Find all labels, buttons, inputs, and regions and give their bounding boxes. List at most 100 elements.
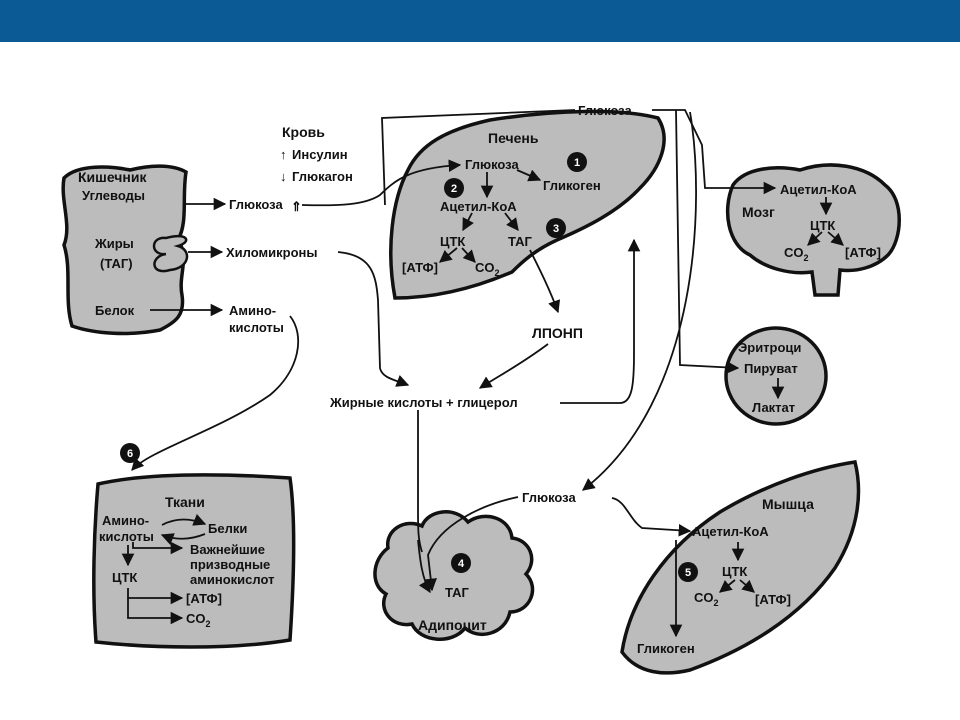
label-blood: Кровь [282, 124, 325, 140]
line-glc-to-adipo [424, 496, 519, 592]
line-glucose-to-rbc [675, 109, 740, 374]
label-m-atp: [АТФ] [755, 592, 791, 607]
muscle-shape [620, 460, 861, 675]
line-amino-to-tissue [131, 315, 299, 471]
insulin-receptor-icon: ⇑ [291, 199, 302, 214]
line-tca-out2 [461, 247, 476, 263]
line-acetyl-tca [462, 212, 474, 232]
label-vldl: ЛПОНП [532, 325, 583, 341]
label-brain-acetyl: Ацетил-КоА [780, 182, 857, 197]
svg-text:3: 3 [553, 223, 559, 235]
svg-text:1: 1 [574, 157, 580, 169]
adipocyte-shape [373, 510, 535, 641]
line-glucose-to-muscle-area [582, 111, 697, 491]
label-atp: [АТФ] [402, 260, 438, 275]
label-glucagon: Глюкагон [292, 169, 353, 184]
label-adipo-tag: ТАГ [445, 585, 470, 600]
badge-5: 5 [678, 562, 698, 582]
label-t-tca: ЦТК [112, 570, 137, 585]
label-glucose-top: Глюкоза [578, 103, 632, 118]
line-tca-out [439, 247, 458, 263]
line-m-tca-out2 [739, 579, 755, 593]
erythrocyte-shape [724, 326, 828, 426]
label-m-co2: CO2 [694, 590, 719, 608]
label-chylomicrons: Хиломикроны [226, 245, 317, 260]
line-brain-tca-out2 [827, 231, 844, 246]
line-tca-co2 [127, 598, 184, 625]
label-liver-glucose: Глюкоза [465, 157, 519, 172]
insulin-up-arrow: ↑ [280, 147, 287, 162]
label-muscle: Мышца [762, 496, 814, 512]
label-fats: Жиры [94, 236, 134, 251]
line-glucose-top-right [652, 109, 777, 195]
label-m-tca: ЦТК [722, 564, 747, 579]
label-brain-atp: [АТФ] [845, 245, 881, 260]
label-intestine: Кишечник [78, 169, 147, 185]
line-fa-to-tag [417, 539, 431, 594]
line-chylo-to-fa [337, 251, 410, 387]
line-amino-proteins [161, 513, 207, 526]
line-brain-tca-out [807, 231, 823, 246]
liver-shape [389, 109, 666, 300]
label-erythro: Эритроци [738, 340, 801, 355]
badge-6: 6 [120, 443, 140, 463]
label-protein: Белок [95, 303, 135, 318]
label-t-amino-2: кислоты [99, 529, 154, 544]
label-deriv-2: призводные [190, 557, 270, 572]
label-fats-tag: (ТАГ) [100, 256, 133, 271]
intestine-shape [61, 164, 188, 336]
label-brain: Мозг [742, 204, 775, 220]
line-fa-to-liver [560, 238, 641, 404]
svg-text:5: 5 [685, 567, 691, 579]
svg-text:2: 2 [451, 183, 457, 195]
line-glc-glycogen [516, 169, 542, 182]
line-m-tca-out [719, 579, 736, 593]
label-pyruvate: Пируват [744, 361, 798, 376]
label-glucose-blood: Глюкоза [229, 197, 283, 212]
label-amino-1: Амино- [229, 303, 276, 318]
badge-1: 1 [567, 152, 587, 172]
label-proteins: Белки [208, 521, 247, 536]
label-fatty-acids: Жирные кислоты + глицерол [329, 395, 518, 410]
label-liver: Печень [488, 130, 539, 146]
label-co2: CO2 [475, 260, 500, 278]
svg-text:4: 4 [458, 558, 465, 570]
label-brain-tca: ЦТК [810, 218, 835, 233]
badge-2: 2 [444, 178, 464, 198]
line-tag-vldl [529, 249, 561, 314]
label-m-glycogen: Гликоген [637, 641, 695, 656]
label-glycogen: Гликоген [543, 178, 601, 193]
line-fa-down [417, 410, 423, 553]
glucagon-down-arrow: ↓ [280, 169, 287, 184]
label-deriv-3: аминокислот [190, 572, 274, 587]
line-glucose-top [381, 109, 576, 206]
label-deriv-1: Важнейшие [190, 542, 265, 557]
label-brain-co2: CO2 [784, 245, 809, 263]
line-blood-to-liver [301, 159, 462, 207]
line-proteins-amino [160, 533, 206, 545]
label-lactate: Лактат [752, 400, 795, 415]
svg-text:6: 6 [127, 448, 133, 460]
label-t-amino-1: Амино- [102, 513, 149, 528]
label-t-co2: CO2 [186, 611, 211, 629]
badge-4: 4 [451, 553, 471, 573]
line-acetyl-tag [504, 212, 519, 232]
label-insulin: Инсулин [292, 147, 348, 162]
label-glucose-mid: Глюкоза [522, 490, 576, 505]
tissue-shape [92, 473, 296, 649]
line-vldl-to-fa [478, 343, 549, 389]
label-tag: ТАГ [508, 234, 533, 249]
label-tca: ЦТК [440, 234, 465, 249]
label-t-atp: [АТФ] [186, 591, 222, 606]
label-carbs: Углеводы [82, 188, 145, 203]
header-bar [0, 0, 960, 42]
intestine-fold [152, 234, 189, 273]
label-tissues: Ткани [165, 494, 205, 510]
badge-3: 3 [546, 218, 566, 238]
line-glc-to-muscle [611, 497, 692, 537]
line-amino-deriv [132, 541, 184, 555]
label-adipocyte: Адипоцит [418, 617, 487, 633]
brain-shape [725, 163, 901, 297]
label-acetyl-coa: Ацетил-КоА [440, 199, 517, 214]
